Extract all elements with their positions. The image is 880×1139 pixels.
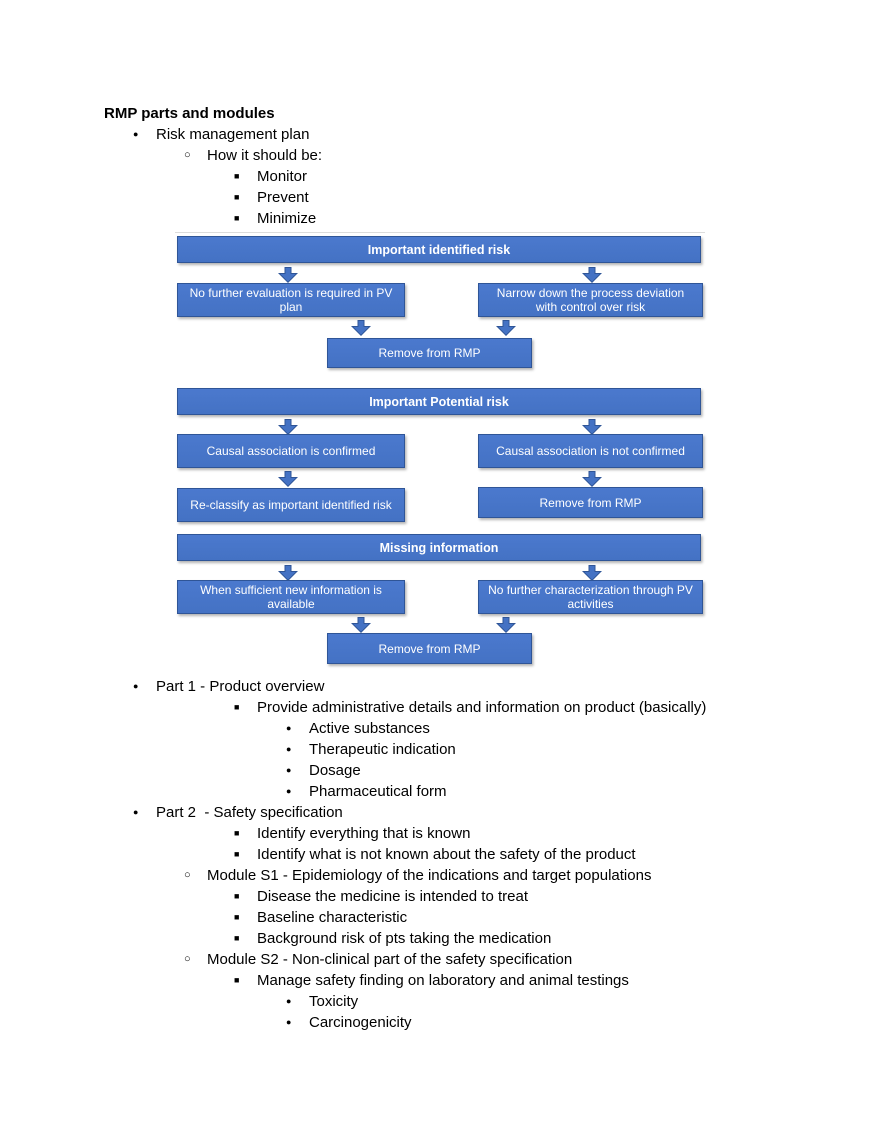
down-arrow-icon	[277, 471, 299, 488]
list-item-text: Monitor	[257, 168, 308, 185]
list-item: ■ Identify what is not known about the s…	[104, 844, 790, 865]
list-item: ■ Manage safety finding on laboratory an…	[104, 970, 790, 991]
bullet-square-icon: ■	[234, 702, 240, 712]
list-item: ■ Provide administrative details and inf…	[104, 697, 790, 718]
list-item-text: Part 2 - Safety specification	[156, 804, 343, 821]
down-arrow-icon	[277, 565, 299, 582]
list-item: ■ Prevent	[104, 187, 790, 208]
list-item: ○ Module S1 - Epidemiology of the indica…	[104, 865, 790, 886]
flow-box-remove-from-rmp-2: Remove from RMP	[478, 487, 703, 518]
bullet-square-icon: ■	[234, 171, 240, 181]
down-arrow-icon	[495, 320, 517, 337]
list-item-text: Prevent	[257, 189, 309, 206]
list-item-text: Risk management plan	[156, 126, 310, 143]
list-item: ● Pharmaceutical form	[104, 781, 790, 802]
bullet-square-icon: ■	[234, 213, 240, 223]
list-item-text: Dosage	[309, 762, 361, 779]
flow-header-important-identified-risk: Important identified risk	[177, 236, 701, 263]
page-title: RMP parts and modules	[104, 105, 275, 122]
bullet-circle-icon: ○	[184, 869, 191, 881]
flow-box-causal-association-confirmed: Causal association is confirmed	[177, 434, 405, 468]
bullet-disc-icon: ●	[286, 786, 292, 796]
flow-box-no-further-evaluation: No further evaluation is required in PV …	[177, 283, 405, 317]
flow-box-narrow-down-process-deviation: Narrow down the process deviation with c…	[478, 283, 703, 317]
list-item: ■ Disease the medicine is intended to tr…	[104, 886, 790, 907]
down-arrow-icon	[495, 617, 517, 634]
list-item: ■ Baseline characteristic	[104, 907, 790, 928]
list-item-text: Provide administrative details and infor…	[257, 699, 707, 716]
list-item-text: Pharmaceutical form	[309, 783, 447, 800]
down-arrow-icon	[581, 419, 603, 436]
down-arrow-icon	[277, 419, 299, 436]
list-item: ● Therapeutic indication	[104, 739, 790, 760]
bullet-disc-icon: ●	[286, 1017, 292, 1027]
list-item: ● Active substances	[104, 718, 790, 739]
bullet-disc-icon: ●	[133, 681, 139, 691]
flow-box-sufficient-new-information: When sufficient new information is avail…	[177, 580, 405, 614]
list-item-text: Minimize	[257, 210, 317, 227]
list-item-text: How it should be:	[207, 147, 323, 164]
bullet-disc-icon: ●	[286, 765, 292, 775]
list-item: ■ Monitor	[104, 166, 790, 187]
bullet-square-icon: ■	[234, 975, 240, 985]
list-item-text: Manage safety finding on laboratory and …	[257, 972, 629, 989]
list-item: ● Part 1 - Product overview	[104, 676, 790, 697]
down-arrow-icon	[581, 471, 603, 488]
bullet-square-icon: ■	[234, 828, 240, 838]
down-arrow-icon	[350, 320, 372, 337]
list-item-text: Module S2 - Non-clinical part of the saf…	[207, 951, 573, 968]
list-item: ● Toxicity	[104, 991, 790, 1012]
list-item-text: Toxicity	[309, 993, 359, 1010]
list-item-text: Carcinogenicity	[309, 1014, 412, 1031]
bullet-disc-icon: ●	[133, 129, 139, 139]
bullet-square-icon: ■	[234, 849, 240, 859]
bullet-circle-icon: ○	[184, 953, 191, 965]
list-item: ■ Identify everything that is known	[104, 823, 790, 844]
list-item: ■ Minimize	[104, 208, 790, 229]
flow-box-causal-association-not-confirmed: Causal association is not confirmed	[478, 434, 703, 468]
list-item-text: Background risk of pts taking the medica…	[257, 930, 552, 947]
bullet-circle-icon: ○	[184, 149, 191, 161]
bullet-disc-icon: ●	[286, 996, 292, 1006]
down-arrow-icon	[350, 617, 372, 634]
list-item: ● Carcinogenicity	[104, 1012, 790, 1033]
flow-box-remove-from-rmp-1: Remove from RMP	[327, 338, 532, 368]
down-arrow-icon	[277, 267, 299, 284]
list-item: ○ How it should be:	[104, 145, 790, 166]
flow-header-missing-information: Missing information	[177, 534, 701, 561]
list-item-text: Identify everything that is known	[257, 825, 471, 842]
down-arrow-icon	[581, 565, 603, 582]
list-item-text: Module S1 - Epidemiology of the indicati…	[207, 867, 652, 884]
list-item: ● Risk management plan	[104, 124, 790, 145]
list-item-text: Baseline characteristic	[257, 909, 408, 926]
list-item-text: Disease the medicine is intended to trea…	[257, 888, 528, 905]
list-item: ● Part 2 - Safety specification	[104, 802, 790, 823]
bullet-square-icon: ■	[234, 933, 240, 943]
flow-box-remove-from-rmp-3: Remove from RMP	[327, 633, 532, 664]
list-item: ■ Background risk of pts taking the medi…	[104, 928, 790, 949]
bullet-square-icon: ■	[234, 192, 240, 202]
bullet-disc-icon: ●	[133, 807, 139, 817]
list-item: ● Dosage	[104, 760, 790, 781]
list-item-text: Active substances	[309, 720, 430, 737]
down-arrow-icon	[581, 267, 603, 284]
list-item: ○ Module S2 - Non-clinical part of the s…	[104, 949, 790, 970]
bullet-disc-icon: ●	[286, 744, 292, 754]
bullet-square-icon: ■	[234, 912, 240, 922]
flow-header-important-potential-risk: Important Potential risk	[177, 388, 701, 415]
bullet-disc-icon: ●	[286, 723, 292, 733]
list-item-text: Therapeutic indication	[309, 741, 456, 758]
embedded-flowchart-image: Important identified risk No further eva…	[175, 232, 705, 665]
flow-box-no-further-characterization: No further characterization through PV a…	[478, 580, 703, 614]
bullet-square-icon: ■	[234, 891, 240, 901]
list-item-text: Identify what is not known about the saf…	[257, 846, 636, 863]
flow-box-reclassify-important-identified-risk: Re-classify as important identified risk	[177, 488, 405, 522]
list-item-text: Part 1 - Product overview	[156, 678, 325, 695]
